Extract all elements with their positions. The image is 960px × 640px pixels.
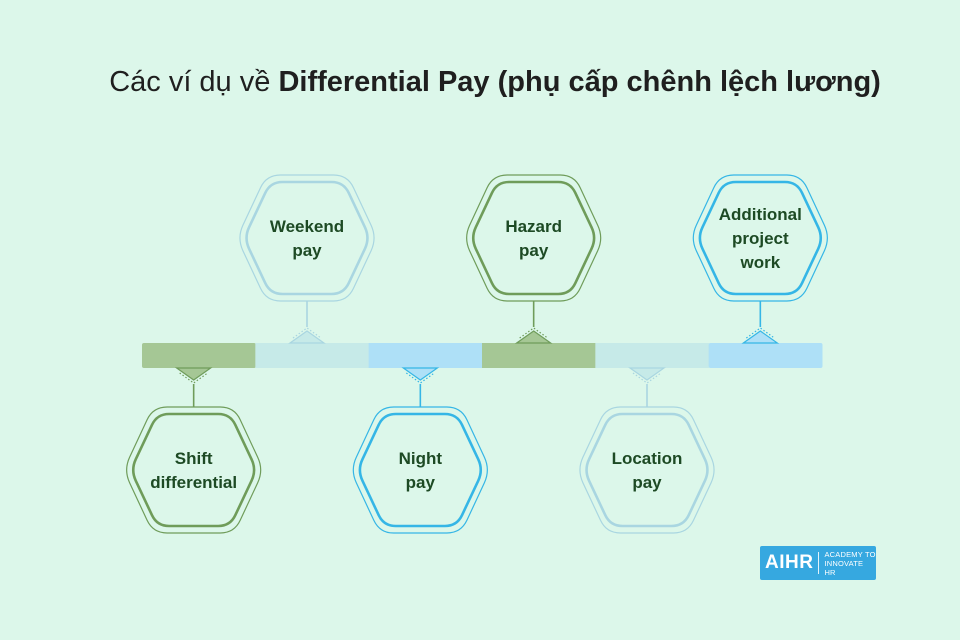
pointer-dots-night-pay [405, 372, 435, 384]
timeline-bar [142, 343, 823, 368]
pointer-dots-weekend-pay [292, 327, 322, 339]
hexagon-outer-weekend-pay [239, 174, 375, 302]
hexagon-inner-shift-differential [131, 412, 256, 528]
label-additional-project-work-line-2: project [732, 229, 789, 248]
logo-tagline: ACADEMY TO INNOVATE HR [819, 550, 876, 577]
label-location-pay-line-2: pay [632, 473, 662, 492]
pointer-weekend-pay [288, 330, 326, 344]
page-title: Các ví dụ về Differential Pay (phụ cấp c… [0, 66, 960, 99]
hexagon-additional-project-work: Additional project work [692, 174, 828, 344]
label-hazard-pay-line-1: Hazard [505, 217, 562, 236]
label-shift-differential-line-2: differential [150, 473, 237, 492]
label-weekend-pay-line-2: pay [292, 241, 322, 260]
pointer-hazard-pay [514, 330, 553, 344]
label-shift-differential-line-1: Shift [175, 449, 213, 468]
pointer-additional-project-work [741, 330, 780, 344]
hexagon-inner-additional-project-work [698, 180, 823, 296]
logo-tagline-line-1: ACADEMY TO [824, 549, 876, 559]
label-additional-project-work-line-1: Additional [719, 205, 802, 224]
hexagon-outer-location-pay [579, 406, 715, 534]
pointer-dots-additional-project-work [745, 327, 775, 339]
hexagon-shift-differential: Shift differential [126, 367, 262, 534]
timeline-segment-6 [708, 343, 823, 368]
hexagon-inner-hazard-pay [471, 180, 596, 296]
timeline-segment-1 [142, 343, 256, 368]
timeline-segment-4 [482, 343, 596, 368]
aihr-logo: AIHR ACADEMY TO INNOVATE HR [760, 546, 876, 580]
hexagon-outer-additional-project-work [692, 174, 828, 302]
title-bold: Differential Pay (phụ cấp chênh lệch lươ… [278, 66, 881, 98]
title-prefix: Các ví dụ về [109, 66, 279, 98]
hexagon-hazard-pay: Hazard pay [466, 174, 602, 344]
pointer-night-pay [401, 367, 440, 381]
pointer-location-pay [628, 367, 666, 381]
hexagon-outer-hazard-pay [466, 174, 602, 302]
hexagon-location-pay: Location pay [579, 367, 715, 534]
label-location-pay-line-1: Location [612, 449, 683, 468]
label-night-pay-line-2: pay [406, 473, 436, 492]
hexagon-weekend-pay: Weekend pay [239, 174, 375, 344]
hexagon-inner-weekend-pay [245, 180, 369, 296]
hexagon-night-pay: Night pay [352, 367, 488, 534]
label-weekend-pay-line-1: Weekend [270, 217, 344, 236]
timeline-segment-3 [368, 343, 483, 368]
timeline-segment-5 [595, 343, 710, 368]
logo-brand: AIHR [765, 552, 814, 573]
logo-tagline-line-2: INNOVATE HR [824, 558, 864, 577]
pointer-dots-location-pay [632, 372, 662, 384]
hexagon-outer-shift-differential [126, 406, 262, 534]
pointer-shift-differential [174, 367, 213, 381]
label-additional-project-work-line-3: work [739, 253, 780, 272]
pointer-dots-hazard-pay [519, 327, 549, 339]
label-hazard-pay-line-2: pay [519, 241, 549, 260]
timeline-segment-2 [255, 343, 370, 368]
hexagon-inner-night-pay [358, 412, 483, 528]
label-night-pay-line-1: Night [399, 449, 443, 468]
pointer-dots-shift-differential [179, 372, 209, 384]
logo-divider [818, 552, 820, 574]
hexagon-outer-night-pay [352, 406, 488, 534]
hexagon-inner-location-pay [585, 412, 709, 528]
